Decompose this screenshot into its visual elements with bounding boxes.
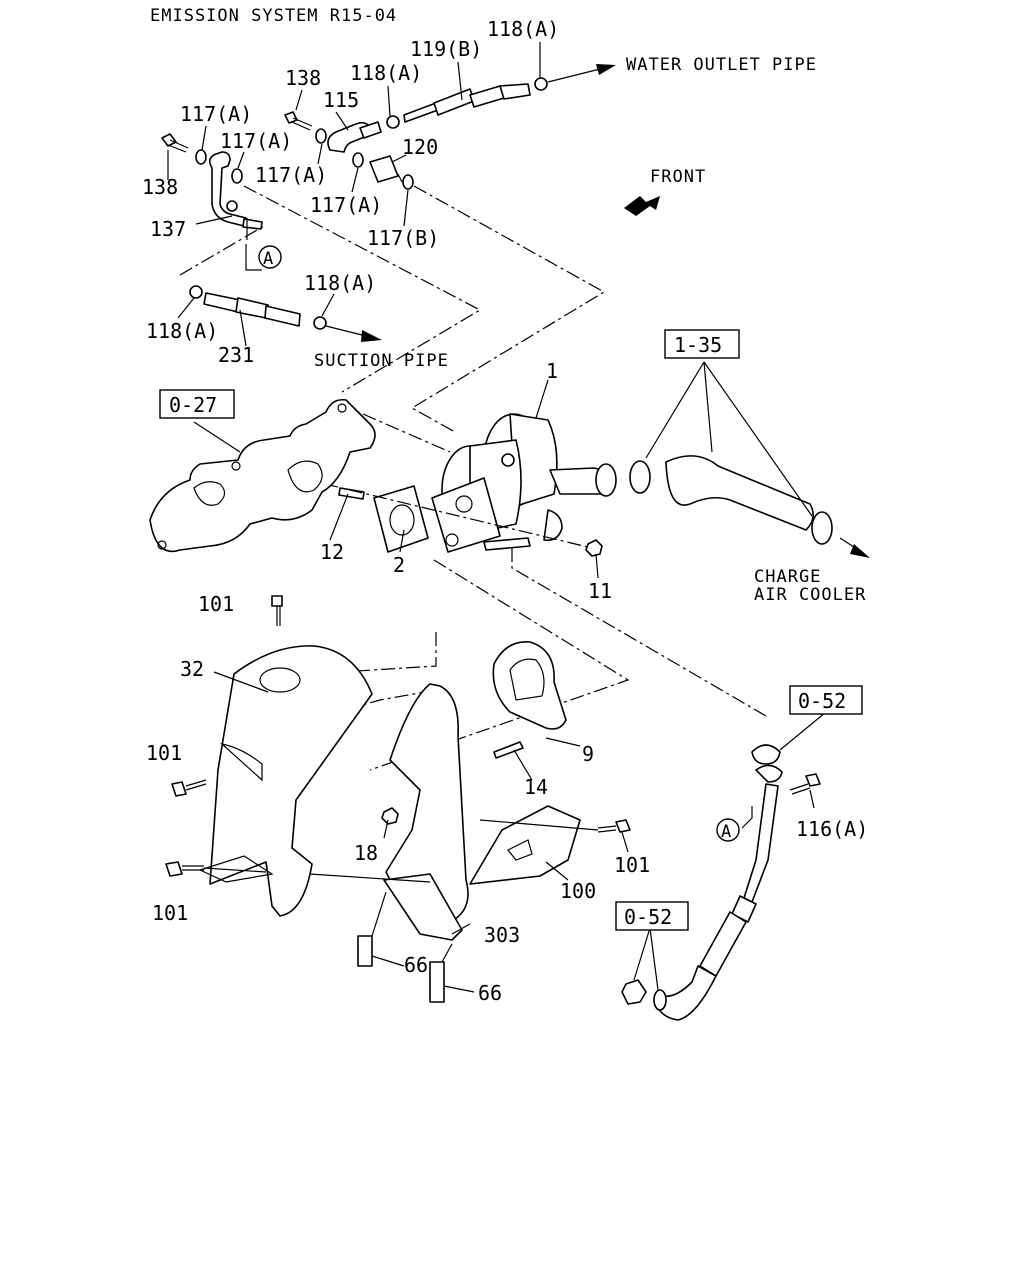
turbocharger-assembly xyxy=(431,413,617,553)
water-pipe-group xyxy=(161,64,616,342)
callout-116a: 116(A) xyxy=(796,817,868,841)
clamp-icon xyxy=(534,77,548,91)
callout-101: 101 xyxy=(614,853,650,877)
callout-32: 32 xyxy=(180,657,204,681)
callout-2: 2 xyxy=(393,553,405,577)
callout-119b: 119(B) xyxy=(410,37,482,61)
callout-66: 66 xyxy=(478,981,502,1005)
flow-arrow-icon xyxy=(596,64,616,75)
callout-117a: 117(A) xyxy=(310,193,382,217)
marker-circle xyxy=(716,818,740,842)
air-cooler-label: AIR COOLER xyxy=(754,585,866,605)
egr-pipe xyxy=(621,744,783,1021)
diagram-title: EMISSION SYSTEM R15-04 xyxy=(150,6,397,26)
front-label: FRONT xyxy=(650,167,706,187)
heat-shield-32 xyxy=(209,645,373,917)
marker-circle xyxy=(258,245,282,269)
callout-101: 101 xyxy=(198,592,234,616)
ref-box-0-52 xyxy=(615,901,689,931)
callout-11: 11 xyxy=(588,579,612,603)
charge-air-hose xyxy=(629,455,870,558)
callout-12: 12 xyxy=(320,540,344,564)
charge-label: CHARGE xyxy=(754,567,821,587)
heat-shield-100 xyxy=(469,805,581,885)
clamp-icon xyxy=(189,285,203,299)
callout-100: 100 xyxy=(560,879,596,903)
ref-box-0-27 xyxy=(159,389,235,419)
callout-66: 66 xyxy=(404,953,428,977)
suction-pipe-label: SUCTION PIPE xyxy=(314,351,449,371)
marker-a: A xyxy=(721,822,731,842)
water-outlet-label: WATER OUTLET PIPE xyxy=(626,55,817,75)
callout-117b: 117(B) xyxy=(367,226,439,250)
callout-120: 120 xyxy=(402,135,438,159)
ref-box-1-35 xyxy=(664,329,740,359)
callout-118a: 118(A) xyxy=(146,319,218,343)
callout-1: 1 xyxy=(546,359,558,383)
ref-box-0-52 xyxy=(789,685,863,715)
callout-101: 101 xyxy=(152,901,188,925)
callout-117a: 117(A) xyxy=(220,129,292,153)
callout-18: 18 xyxy=(354,841,378,865)
bracket-303 xyxy=(383,873,463,941)
callout-115: 115 xyxy=(323,88,359,112)
ref-label: 1-35 xyxy=(674,333,722,357)
callout-231: 231 xyxy=(218,343,254,367)
bracket-9 xyxy=(492,641,567,730)
callout-9: 9 xyxy=(582,742,594,766)
clamp-icon xyxy=(313,316,327,330)
callout-101: 101 xyxy=(146,741,182,765)
flow-arrow-icon xyxy=(361,330,382,342)
exhaust-manifold xyxy=(149,398,376,553)
callout-137: 137 xyxy=(150,217,186,241)
callout-138: 138 xyxy=(142,175,178,199)
callout-118a: 118(A) xyxy=(350,61,422,85)
callout-117a: 117(A) xyxy=(180,102,252,126)
callout-138: 138 xyxy=(285,66,321,90)
marker-a: A xyxy=(263,249,273,269)
clamp-icon xyxy=(386,115,400,129)
callout-14: 14 xyxy=(524,775,548,799)
callout-303: 303 xyxy=(484,923,520,947)
callout-117a: 117(A) xyxy=(255,163,327,187)
ref-label: 0-27 xyxy=(169,393,217,417)
ref-label: 0-52 xyxy=(798,689,846,713)
front-arrow-icon xyxy=(624,196,660,216)
flow-arrow-icon xyxy=(850,544,870,558)
callout-118a: 118(A) xyxy=(487,17,559,41)
ref-label: 0-52 xyxy=(624,905,672,929)
gasket-2 xyxy=(373,485,429,553)
callout-118a: 118(A) xyxy=(304,271,376,295)
